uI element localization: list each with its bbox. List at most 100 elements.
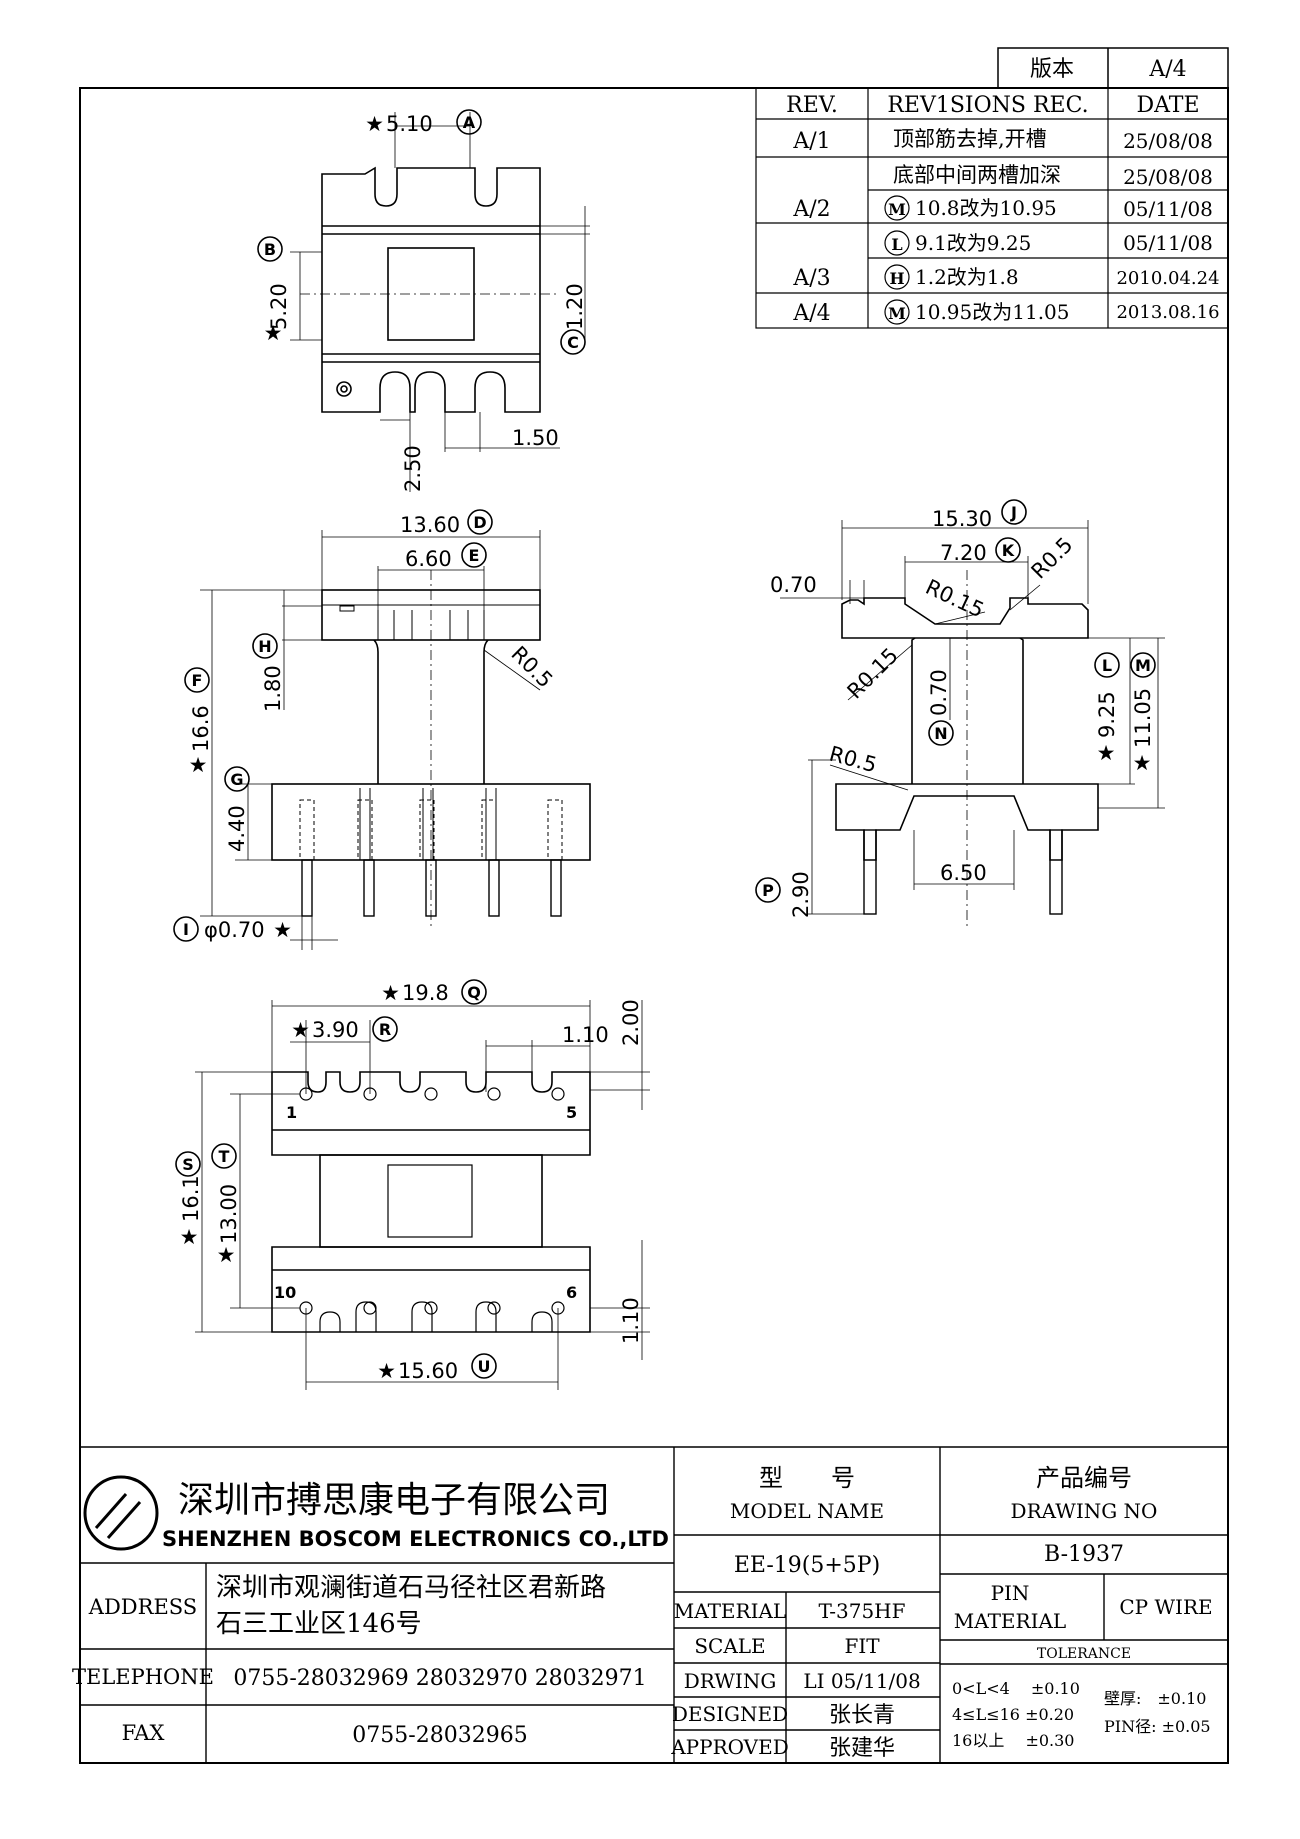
scale-label: SCALE: [694, 1634, 765, 1658]
dim-p-label: P: [762, 881, 774, 900]
dim-t-value: 13.00: [217, 1184, 241, 1244]
rev-header: REV.: [786, 93, 838, 118]
approved-label: APPROVED: [670, 1735, 789, 1759]
star-mark: ★: [365, 112, 384, 136]
rev-circle-letter: M: [888, 304, 906, 323]
fax-label: FAX: [122, 1721, 165, 1745]
dim-t-label: T: [219, 1147, 230, 1166]
dim-d-value: 13.60: [400, 513, 460, 537]
dim-q-value: 19.8: [402, 981, 449, 1005]
company-logo: [83, 1475, 159, 1551]
dim-p-value: 2.90: [789, 871, 813, 918]
fax-value: 0755-28032965: [352, 1723, 527, 1748]
dim-070-value: 0.70: [770, 573, 817, 597]
rev-text: 10.8改为10.95: [915, 196, 1057, 220]
company-name-cn: 深圳市搏思康电子有限公司: [178, 1480, 610, 1521]
dim-n-label: N: [934, 724, 947, 743]
drwing-label: DRWING: [684, 1669, 777, 1693]
telephone-label: TELEPHONE: [72, 1665, 214, 1689]
dim-u-label: U: [478, 1357, 491, 1376]
star-mark: ★: [180, 1225, 199, 1249]
tolerance-wall: 壁厚: ±0.10: [1104, 1689, 1206, 1708]
rev-cell: A/4: [792, 301, 830, 326]
front-view: [173, 509, 591, 950]
dim-a-value: 5.10: [386, 112, 433, 136]
dim-m-label: M: [1135, 656, 1151, 675]
drwing-value: LI 05/11/08: [803, 1669, 920, 1693]
side-view: [755, 499, 1165, 930]
designed-label: DESIGNED: [672, 1702, 788, 1726]
dim-m-value: 11.05: [1131, 688, 1155, 748]
dim-b-value: 5.20: [267, 283, 291, 330]
dim-f-label: F: [192, 671, 203, 690]
tolerance-row: 16以上 ±0.30: [952, 1731, 1074, 1750]
dim-s-label: S: [182, 1155, 194, 1174]
rev-text: 1.2改为1.8: [915, 265, 1019, 289]
drawing-no-en: DRAWING NO: [1011, 1499, 1158, 1523]
drawing-frame: [79, 87, 1229, 1764]
rev-cell: A/1: [792, 129, 830, 154]
dim-h-value: 1.80: [261, 665, 285, 712]
rev-text: 9.1改为9.25: [915, 231, 1031, 255]
address-line-2: 石三工业区146号: [216, 1609, 422, 1639]
rev-text: 底部中间两槽加深: [893, 163, 1061, 187]
drawing-no-value: B-1937: [1044, 1542, 1124, 1567]
dim-a-label: A: [463, 113, 476, 132]
pin-material-value: CP WIRE: [1119, 1595, 1212, 1619]
model-value: EE-19(5+5P): [734, 1553, 880, 1578]
pin-number: 6: [566, 1283, 577, 1302]
title-block: [80, 1446, 1228, 1763]
tolerance-row: 4≤L≤16 ±0.20: [952, 1705, 1074, 1724]
telephone-value: 0755-28032969 28032970 28032971: [233, 1666, 646, 1691]
dim-l-label: L: [1102, 656, 1112, 675]
dim-base-value: 6.50: [940, 861, 987, 885]
dim-i-label: I: [183, 920, 189, 939]
drawing-no-cn: 产品编号: [1036, 1464, 1132, 1492]
dim-r-value: 3.90: [312, 1018, 359, 1042]
rev-circle-letter: H: [889, 269, 904, 288]
rev-circle-letter: M: [888, 200, 906, 219]
pin-number: 5: [566, 1103, 577, 1122]
dim-r-label: R: [379, 1020, 391, 1039]
dim-slot-h-value: 2.50: [401, 445, 425, 492]
side-radius-small: R0.15: [922, 575, 988, 623]
dim-g-label: G: [230, 770, 243, 789]
side-radius-low: R0.5: [827, 742, 880, 778]
address-line-1: 深圳市观澜街道石马径社区君新路: [216, 1573, 606, 1603]
scale-value: FIT: [844, 1634, 880, 1658]
tolerance-row: 0<L<4 ±0.10: [952, 1679, 1080, 1698]
rev-text: 顶部筋去掉,开槽: [893, 127, 1047, 151]
address-label: ADDRESS: [88, 1595, 197, 1619]
company-name-en: SHENZHEN BOSCOM ELECTRONICS CO.,LTD: [162, 1527, 669, 1551]
dim-l-value: 9.25: [1095, 691, 1119, 738]
rev-cell: A/3: [792, 266, 830, 291]
dim-u-value: 15.60: [398, 1359, 458, 1383]
dim-slot-w-value: 1.50: [512, 426, 559, 450]
material-label: MATERIAL: [674, 1599, 786, 1623]
star-mark: ★: [217, 1243, 236, 1267]
dim-d-label: D: [473, 513, 486, 532]
pin-material-label: MATERIAL: [954, 1609, 1066, 1633]
dim-f-value: 16.6: [189, 705, 213, 752]
pin-number: 10: [274, 1283, 296, 1302]
star-mark: ★: [291, 1018, 310, 1042]
dim-c-value: 1.20: [563, 283, 587, 330]
rev-date: 25/08/08: [1123, 129, 1213, 153]
pin-number: 1: [286, 1103, 297, 1122]
front-radius: R0.5: [506, 642, 557, 693]
star-mark: ★: [377, 1359, 396, 1383]
dim-g-value: 4.40: [225, 805, 249, 852]
dim-h-label: H: [258, 637, 271, 656]
dim-s-value: 16.1: [179, 1175, 203, 1222]
version-label: 版本: [1030, 57, 1074, 82]
rev-date: 2010.04.24: [1116, 268, 1219, 289]
revision-table: [755, 87, 1229, 329]
rev-circle-letter: L: [891, 235, 902, 254]
rec-header: REV1SIONS REC.: [887, 93, 1088, 118]
dim-n-value: 0.70: [927, 669, 951, 716]
top-view: [257, 109, 590, 492]
dim-e-label: E: [469, 546, 480, 565]
material-value: T-375HF: [818, 1599, 905, 1623]
approved-value: 张建华: [829, 1736, 895, 1761]
